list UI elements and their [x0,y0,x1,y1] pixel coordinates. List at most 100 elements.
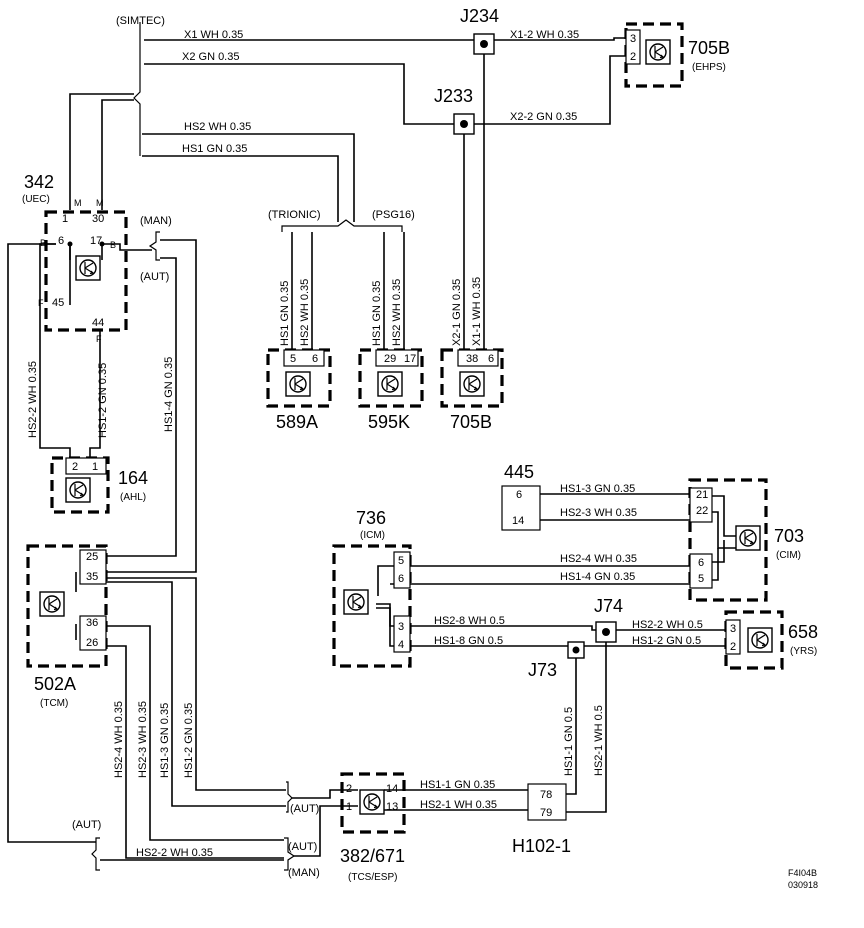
module-382-icon [359,789,385,815]
module-502a-outline [26,544,108,668]
wire-label-hs1-4-v: HS1-4 GN 0.35 [163,357,175,432]
label-703-sub: (CIM) [776,550,801,561]
module-736-icon [343,589,369,615]
label-703: 703 [774,526,804,546]
pinbox-736-top [393,551,411,589]
pin-736-6: 6 [398,573,404,585]
module-382-outline [340,772,406,834]
label-705b-top: 705B [688,38,730,58]
wire-label-hs2-3: HS2-3 WH 0.35 [560,507,637,519]
wire-x1 [144,37,630,41]
wire-342-m2 [101,99,134,210]
wire-label-hs2-top: HS2 WH 0.35 [184,121,251,133]
pin-703-21: 21 [696,489,708,501]
module-703-outline [688,478,768,602]
pin-703-5: 5 [698,573,704,585]
pinbox-658 [725,619,741,655]
label-502a-sub: (TCM) [40,698,68,709]
pin-342-m1: M [74,198,82,208]
pinbox-703-top [689,487,713,523]
pin-h102-79: 79 [540,807,552,819]
wire-label-hs1-4: HS1-4 GN 0.35 [560,571,635,583]
wire-label-x2-2: X2-2 GN 0.35 [510,111,577,123]
wire-hs2-3-low [106,625,284,841]
pin-705b-38: 38 [466,353,478,365]
pin-342-f1: F [38,298,44,308]
dot-342-b [99,241,105,247]
label-man-top: (MAN) [140,215,172,227]
wire-342-hs1-2 [89,330,101,462]
wire-label-hs1-1-h: HS1-1 GN 0.35 [420,779,495,791]
wire-label-hs1-2-v: HS1-2 GN 0.35 [97,363,109,438]
label-aut-left: (AUT) [72,819,101,831]
figure-date: 030918 [788,880,818,890]
pin-703-6: 6 [698,557,704,569]
label-simtec: (SIMTEC) [116,15,165,27]
wire-label-x1-1: X1-1 WH 0.35 [471,277,483,346]
pin-705b-6: 6 [488,353,494,365]
module-658-icon [747,627,773,653]
pin-342-b1: B [40,238,46,248]
label-658: 658 [788,622,818,642]
wire-label-hs1-2-658: HS1-2 GN 0.5 [632,635,701,647]
pin-382-14: 14 [386,783,398,795]
module-595k-outline [358,348,424,408]
label-736: 736 [356,508,386,528]
module-589a-outline [266,348,332,408]
pinbox-595k [375,349,419,367]
pin-h102-78: 78 [540,789,552,801]
wire-hs1-4-aut [106,257,177,557]
pinbox-164 [65,457,107,475]
wire-label-hs2-2-658: HS2-2 WH 0.5 [632,619,703,631]
wire-703-int-a [712,495,736,537]
pin-736-5: 5 [398,555,404,567]
wire-label-hs2-3-v: HS2-3 WH 0.35 [137,701,149,778]
pinbox-502a-top [79,549,107,585]
pinbox-502a-bottom [79,615,107,651]
junction-j233-dot [460,120,468,128]
wire-hs2-1-v [566,632,607,813]
wire-x2 [144,55,630,125]
wire-label-hs1-3: HS1-3 GN 0.35 [560,483,635,495]
label-psg16: (PSG16) [372,209,415,221]
wire-hs1-top [142,155,339,222]
label-j234: J234 [460,6,499,26]
label-589a: 589A [276,412,318,432]
pin-736-4: 4 [398,639,404,651]
pin-589a-6: 6 [312,353,318,365]
label-595k: 595K [368,412,410,432]
wire-label-hs1-8: HS1-8 GN 0.5 [434,635,503,647]
wire-label-hs2-1-v: HS2-1 WH 0.5 [593,705,605,776]
wire-label-hs2-4: HS2-4 WH 0.35 [560,553,637,565]
pin-589a-5: 5 [290,353,296,365]
pin-736-3: 3 [398,621,404,633]
wire-label-hs2-8: HS2-8 WH 0.5 [434,615,505,627]
label-736-sub: (ICM) [360,530,385,541]
label-trionic: (TRIONIC) [268,209,321,221]
wire-label-hs1-3-v: HS1-3 GN 0.35 [159,703,171,778]
wire-label-x2-1: X2-1 GN 0.35 [451,279,463,346]
wire-hs1-2-low [106,577,286,791]
pin-705b-top-3: 3 [630,33,636,45]
junction-j73-dot [572,646,580,654]
wire-703-int-b [712,511,736,549]
junction-j234-dot [480,40,488,48]
pin-502a-26: 26 [86,637,98,649]
label-658-sub: (YRS) [790,646,817,657]
dot-342-a [67,241,73,247]
pin-342-1: 1 [62,213,68,225]
pin-502a-35: 35 [86,571,98,583]
wire-label-x1: X1 WH 0.35 [184,29,243,41]
wire-label-hs1-2-v2: HS1-2 GN 0.35 [183,703,195,778]
wire-label-x1-2: X1-2 WH 0.35 [510,29,579,41]
wire-hs2-4-low [106,645,284,859]
label-j73: J73 [528,660,557,680]
module-736-outline [332,544,412,668]
bracket-trionic-psg16 [281,219,403,232]
label-705b-bottom: 705B [450,412,492,432]
wire-label-595k-hs2: HS2 WH 0.35 [391,279,403,346]
wire-label-hs2-2-v: HS2-2 WH 0.35 [27,361,39,438]
label-aut-382: (AUT) [290,803,319,815]
label-164: 164 [118,468,148,488]
